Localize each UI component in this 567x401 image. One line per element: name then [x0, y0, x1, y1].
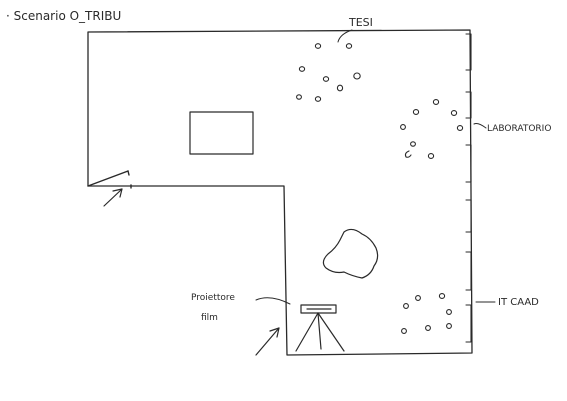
seat — [427, 153, 435, 159]
blob-element — [322, 228, 379, 279]
label-it-caad: IT CAAD — [498, 297, 539, 308]
central-table — [189, 111, 254, 155]
seat — [425, 325, 431, 331]
seat — [412, 109, 420, 115]
leader-proiettore — [255, 297, 291, 305]
seat — [450, 110, 458, 116]
seat-cluster-laboratorio — [400, 99, 464, 159]
seat — [404, 150, 412, 158]
seat — [314, 96, 322, 102]
seat-cluster-tesi — [296, 43, 361, 102]
seat — [336, 84, 344, 92]
label-laboratorio: LABORATORIO — [487, 124, 551, 134]
seat — [456, 125, 464, 131]
room-outline — [87, 29, 473, 356]
entrance-door — [87, 170, 132, 189]
seat — [438, 293, 446, 299]
label-proiettore-line1: Proiettore — [191, 293, 235, 303]
label-proiettore-line2: film — [201, 313, 218, 323]
seat — [296, 94, 302, 100]
seat — [410, 141, 416, 147]
label-tesi: TESI — [348, 16, 373, 29]
leader-tesi — [337, 29, 353, 43]
seat — [298, 66, 306, 72]
seat — [446, 323, 452, 329]
entrance-arrow-bottom — [255, 327, 280, 356]
seat — [345, 43, 353, 49]
seat — [446, 309, 452, 315]
scenario-title: · Scenario O_TRIBU — [6, 9, 121, 23]
seat — [314, 43, 322, 49]
leader-laboratorio — [473, 123, 487, 129]
seat — [400, 124, 406, 130]
seat-cluster-it-caad — [401, 293, 452, 334]
seat — [415, 295, 421, 301]
seat — [353, 72, 361, 80]
seat — [403, 303, 409, 309]
seat — [322, 76, 330, 82]
seat — [401, 328, 407, 334]
film-projector — [295, 304, 345, 352]
entrance-arrow-top — [103, 188, 123, 207]
wall-panels — [465, 33, 472, 343]
seat — [432, 99, 440, 105]
